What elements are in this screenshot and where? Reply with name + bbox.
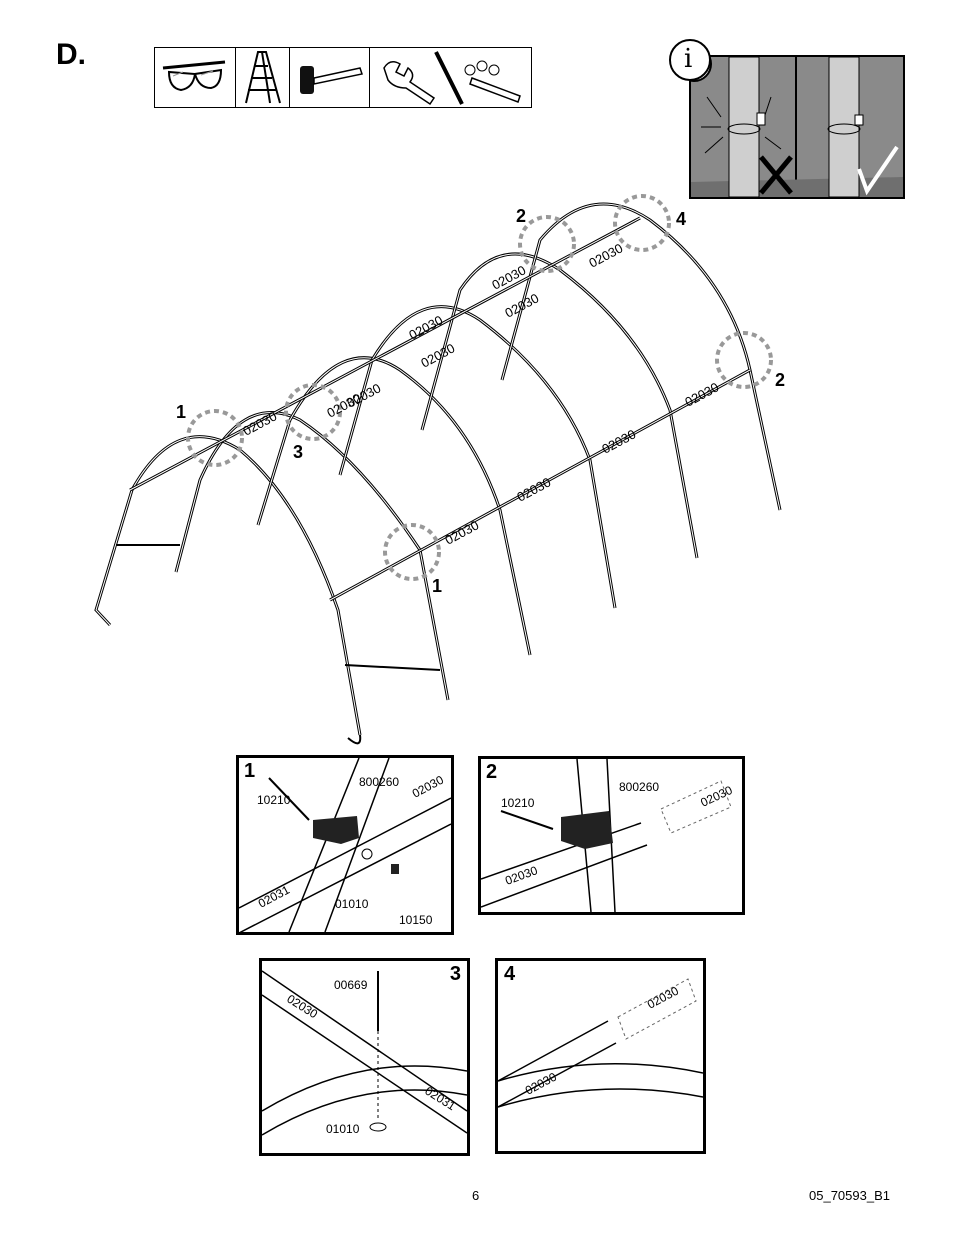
part-label: 02030 — [682, 379, 721, 409]
part-label: 02030 — [599, 426, 638, 456]
callout-number: 1 — [432, 576, 442, 596]
callout-circle-1a — [186, 409, 244, 467]
info-panel — [689, 55, 905, 199]
svg-text:01010: 01010 — [335, 897, 369, 911]
callout-number: 1 — [176, 402, 186, 422]
callout-number: 4 — [676, 209, 686, 229]
svg-text:800260: 800260 — [359, 775, 399, 789]
callout-number: 3 — [293, 442, 303, 462]
callout-circle-2b — [715, 331, 773, 389]
svg-text:10210: 10210 — [501, 796, 535, 810]
safety-glasses-icon — [155, 48, 236, 107]
step-ladder-icon — [236, 48, 290, 107]
svg-text:02030: 02030 — [410, 772, 446, 800]
detail-number: 3 — [449, 963, 461, 985]
svg-text:10210: 10210 — [257, 793, 291, 807]
socket-wrench-icon — [464, 60, 521, 103]
callout-circle-1b — [383, 523, 441, 581]
check-mark-icon — [857, 145, 899, 196]
detail-number: 1 — [244, 760, 256, 782]
svg-text:800260: 800260 — [619, 780, 659, 794]
svg-text:02030: 02030 — [284, 992, 320, 1022]
adjustable-wrench-icon — [370, 48, 533, 107]
detail-4: 4 02030 02030 — [495, 958, 706, 1154]
part-label: 02030 — [502, 290, 541, 320]
tools-required-box — [154, 47, 532, 108]
svg-text:10150: 10150 — [399, 913, 433, 927]
callout-number: 2 — [775, 370, 785, 390]
callout-circle-2a — [518, 215, 576, 273]
svg-text:02030: 02030 — [698, 783, 734, 810]
step-letter: D. — [56, 38, 86, 71]
frame-assembly-drawing: 02030 02030 02030 02030 02030 02030 0203… — [94, 194, 785, 745]
detail-1: 1 10210 800260 02030 02031 01010 10150 — [236, 755, 454, 935]
page-number: 6 — [472, 1188, 480, 1203]
detail-3: 3 00669 02030 02031 01010 — [259, 958, 470, 1156]
part-label: 02030 — [442, 517, 481, 547]
svg-text:01010: 01010 — [326, 1122, 360, 1136]
svg-text:02031: 02031 — [422, 1084, 458, 1114]
svg-text:02030: 02030 — [645, 983, 681, 1011]
svg-text:00669: 00669 — [334, 978, 368, 992]
detail-number: 4 — [504, 963, 516, 985]
part-label: 02030 — [514, 474, 553, 504]
info-icon: i — [669, 39, 711, 81]
svg-text:02030: 02030 — [503, 863, 539, 888]
callout-number: 2 — [516, 206, 526, 226]
svg-text:02031: 02031 — [256, 882, 292, 910]
document-code: 05_70593_B1 — [809, 1188, 890, 1203]
rubber-mallet-icon — [290, 48, 370, 107]
detail-2: 2 10210 800260 02030 02030 — [478, 756, 745, 915]
callout-circle-3 — [284, 383, 342, 441]
wrong-mark-icon — [759, 155, 793, 195]
callout-circle-4 — [613, 194, 671, 252]
detail-number: 2 — [486, 761, 498, 783]
